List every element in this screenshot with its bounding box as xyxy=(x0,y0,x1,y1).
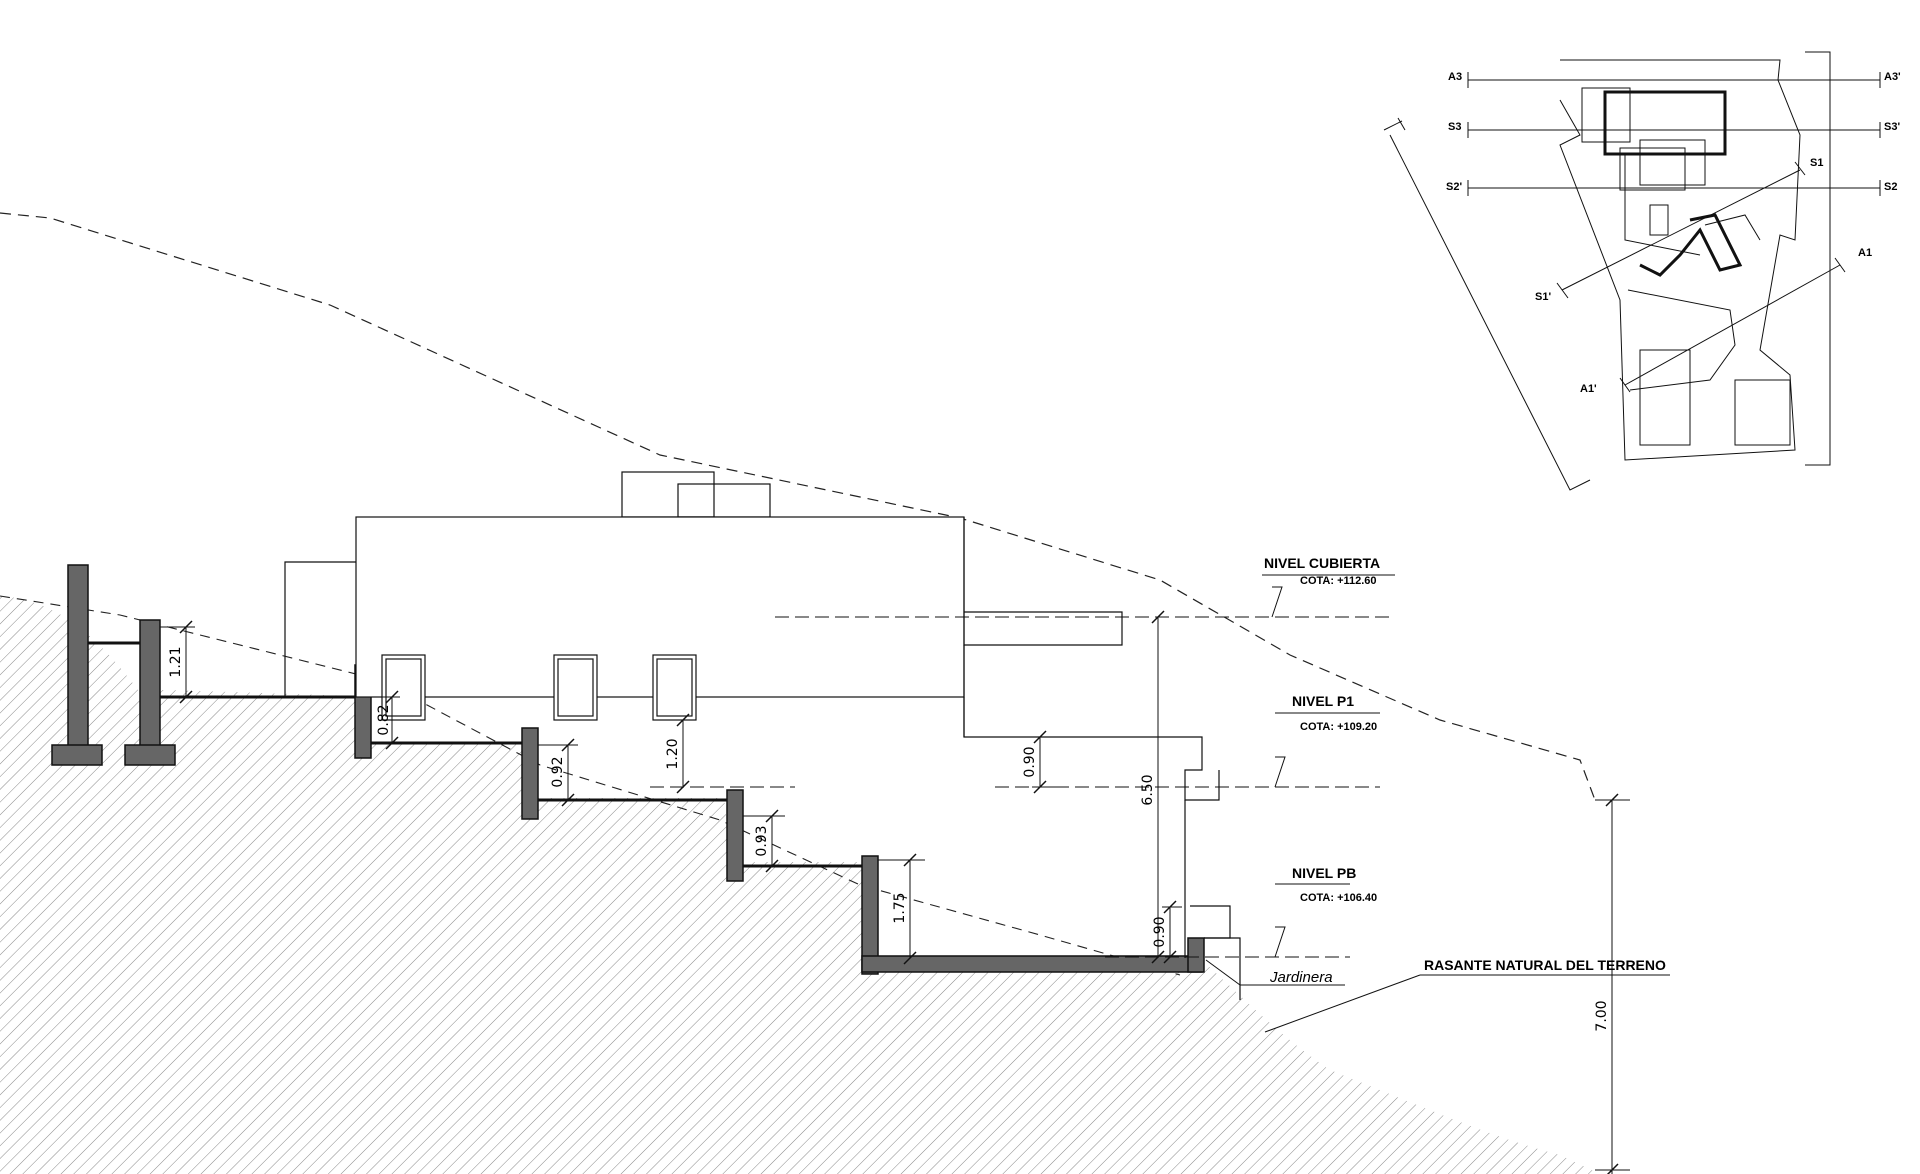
level-pb-cota: COTA: +106.40 xyxy=(1300,892,1377,904)
section-a3: A3 xyxy=(1448,71,1462,83)
left-posts xyxy=(51,564,176,766)
dim-0-93: 0.93 xyxy=(754,825,770,856)
terrain-profile-back xyxy=(0,212,1596,801)
dim-1-21: 1.21 xyxy=(168,646,184,677)
dim-0-82: 0.82 xyxy=(376,704,392,735)
section-s2p: S2' xyxy=(1446,181,1462,193)
key-plan-labels: A3 A3' S3 S3' S2' S2 S1 S1' A1 A1' xyxy=(1446,71,1901,395)
level-p1: NIVEL P1 COTA: +109.20 xyxy=(1274,693,1380,788)
dim-7-00: 7.00 xyxy=(1594,1000,1610,1031)
level-p1-name: NIVEL P1 xyxy=(1292,693,1354,709)
level-pb: NIVEL PB COTA: +106.40 xyxy=(1274,865,1377,958)
dimension-lines xyxy=(160,617,1630,1174)
planter-label: Jardinera xyxy=(1269,969,1333,986)
level-cubierta-cota: COTA: +112.60 xyxy=(1300,575,1377,587)
section-s3p: S3' xyxy=(1884,121,1900,133)
natural-terrain-line xyxy=(0,595,1181,976)
terrain-label: RASANTE NATURAL DEL TERRENO xyxy=(1424,957,1666,973)
section-a1p: A1' xyxy=(1580,383,1597,395)
dim-0-90-lower: 0.90 xyxy=(1152,916,1168,947)
dim-0-90-upper: 0.90 xyxy=(1022,746,1038,777)
level-p1-cota: COTA: +109.20 xyxy=(1300,721,1377,733)
dim-6-50: 6.50 xyxy=(1140,774,1156,805)
section-a3p: A3' xyxy=(1884,71,1901,83)
section-s2: S2 xyxy=(1884,181,1897,193)
section-a1: A1 xyxy=(1858,247,1872,259)
house-elevation xyxy=(284,471,1241,1000)
level-cubierta: NIVEL CUBIERTA COTA: +112.60 xyxy=(1262,555,1395,618)
section-s1p: S1' xyxy=(1535,291,1551,303)
dim-0-92: 0.92 xyxy=(550,756,566,787)
level-cubierta-name: NIVEL CUBIERTA xyxy=(1264,555,1380,571)
dim-1-20: 1.20 xyxy=(665,738,681,769)
level-pb-name: NIVEL PB xyxy=(1292,865,1356,881)
terrain-hatch xyxy=(0,596,1600,1174)
section-s1: S1 xyxy=(1810,157,1823,169)
dimension-ticks xyxy=(179,610,1619,1174)
section-s3: S3 xyxy=(1448,121,1461,133)
dim-1-75: 1.75 xyxy=(892,892,908,923)
key-plan xyxy=(1383,51,1881,491)
